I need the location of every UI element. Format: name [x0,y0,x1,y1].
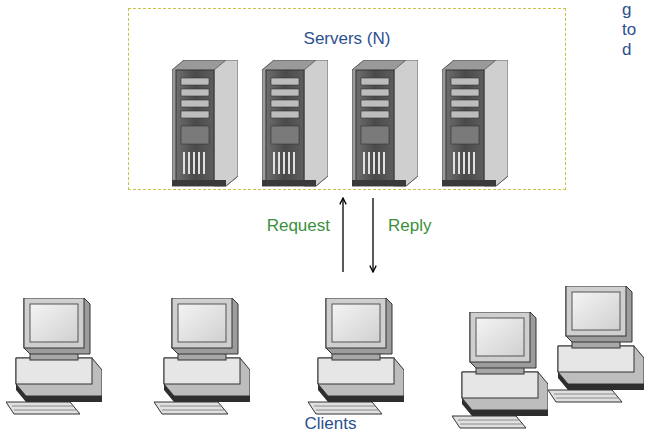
client-computer [548,286,644,402]
server-icon [352,60,418,186]
client-group: Clients [0,276,645,438]
edge-label: Reply [386,216,433,236]
server-icon [172,60,238,186]
note-text: g [622,0,631,20]
edge-label: Request [265,216,332,236]
client-computer [6,298,102,414]
server-icon [442,60,508,186]
note-text: to [622,20,636,40]
client-computer [452,312,548,428]
client-computer [154,298,250,414]
server-group: Servers (N) [128,8,566,190]
client-computer [308,298,404,414]
server-icon [262,60,328,186]
message-arrow [342,198,343,272]
group-title: Clients [0,414,645,434]
message-arrow [372,198,373,272]
note-text: d [622,40,631,60]
group-title: Servers (N) [129,29,565,49]
